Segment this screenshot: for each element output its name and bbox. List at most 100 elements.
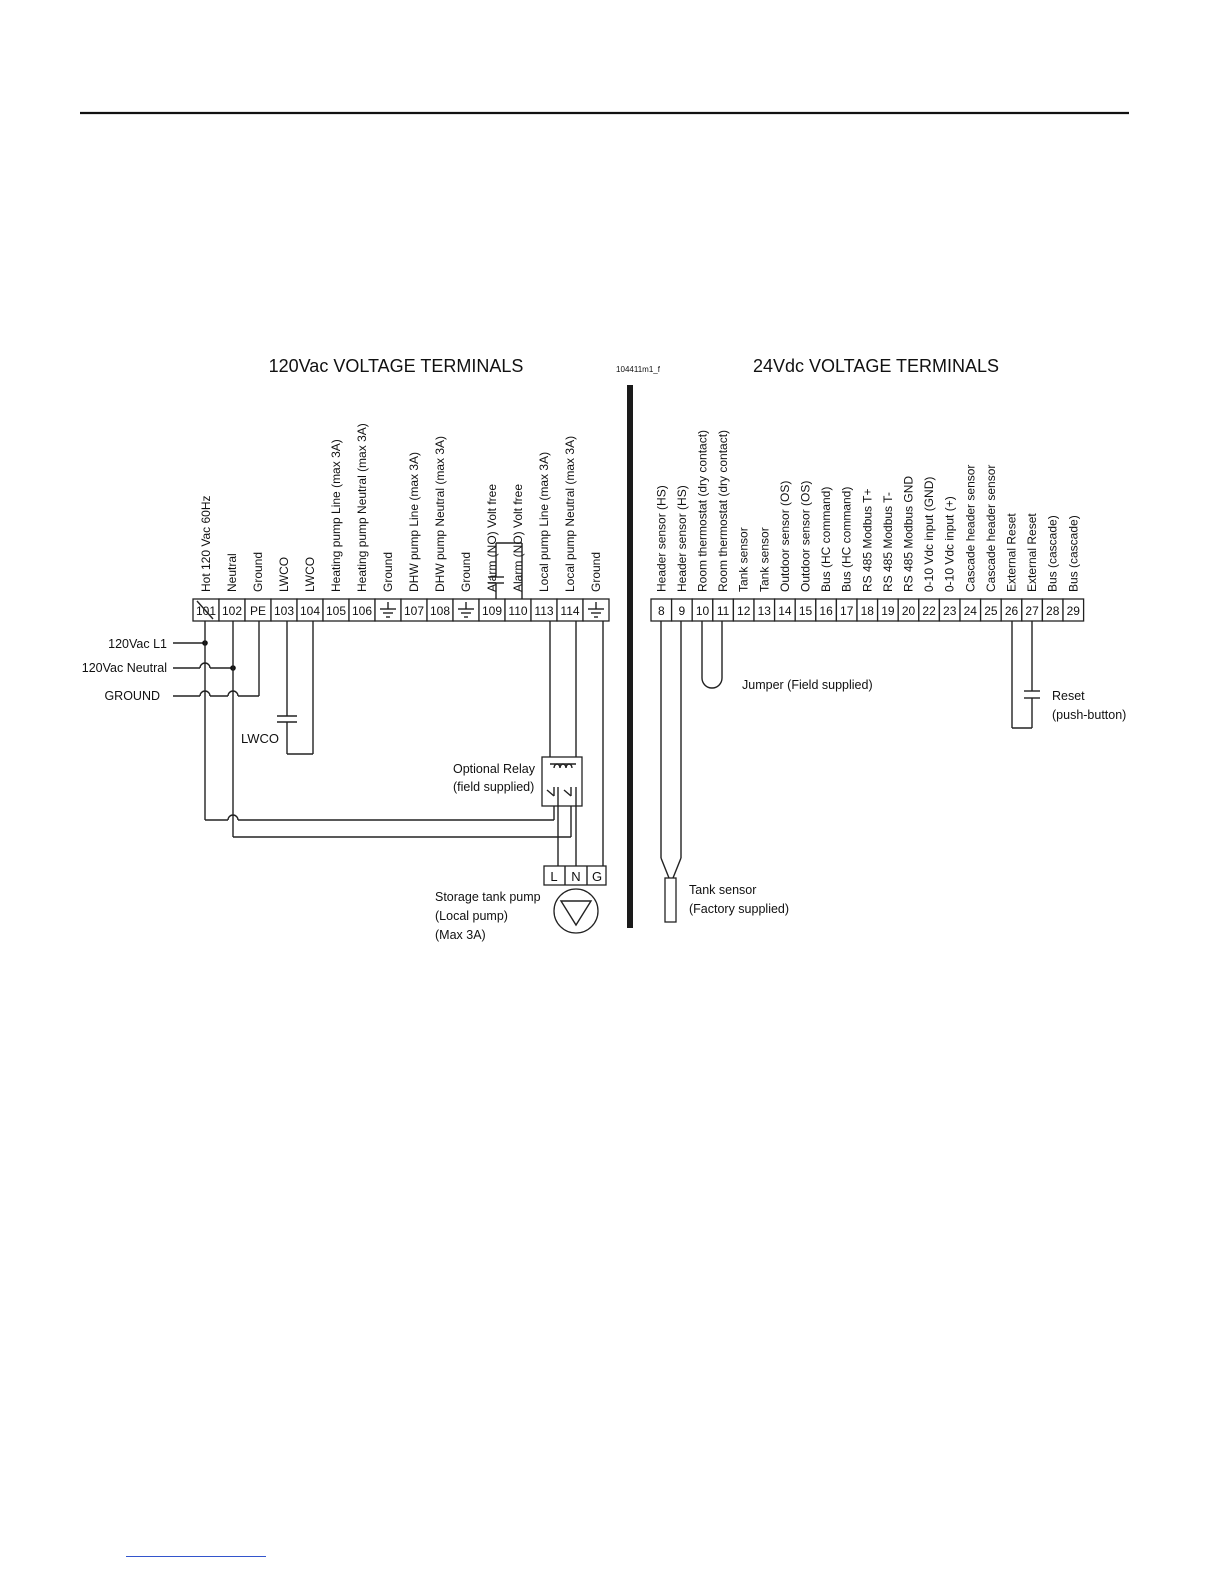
terminal-number: 114 [560, 604, 579, 618]
terminal-number: 27 [1025, 604, 1039, 618]
relay-label-line2: (field supplied) [453, 780, 534, 794]
reset-label-line2: (push-button) [1052, 708, 1126, 722]
right-section-title: 24Vdc VOLTAGE TERMINALS [753, 356, 999, 376]
terminal-label: DHW pump Neutral (max 3A) [433, 436, 447, 592]
incoming-supply: 120Vac L1 120Vac Neutral GROUND [82, 621, 572, 838]
right-terminal: 10 Room thermostat (dry contact) [691, 430, 714, 622]
terminal-label: Outdoor sensor (OS) [778, 481, 792, 592]
right-terminal: 18 RS 485 Modbus T+ [856, 488, 879, 622]
terminal-number: 10 [696, 604, 710, 618]
footer-link-underline [126, 1556, 266, 1557]
right-terminal: 27 External Reset [1021, 513, 1044, 622]
terminal-label: Bus (HC command) [840, 487, 854, 592]
left-terminal: Ground [582, 552, 610, 622]
terminal-number: 19 [881, 604, 895, 618]
terminal-label: Outdoor sensor (OS) [799, 481, 813, 592]
terminal-number: 9 [679, 604, 686, 618]
terminal-number: 13 [758, 604, 772, 618]
ground-supply-label: GROUND [104, 689, 160, 703]
right-terminal: 230-10 Vdc input (+) [938, 496, 961, 622]
section-divider [627, 385, 633, 928]
pump-symbol [553, 888, 599, 934]
terminal-number: PE [250, 604, 266, 618]
left-terminal: Ground [374, 552, 402, 622]
terminal-label: Tank sensor [757, 527, 771, 592]
l1-label: 120Vac L1 [108, 637, 167, 651]
lwco-label: LWCO [241, 731, 279, 746]
terminal-label: Cascade header sensor [963, 465, 977, 592]
terminal-number: 113 [534, 604, 553, 618]
terminal-label: Neutral [225, 553, 239, 592]
terminal-number: 15 [799, 604, 813, 618]
terminal-label: Cascade header sensor [984, 465, 998, 592]
terminal-label: Header sensor (HS) [654, 485, 668, 592]
terminal-number: 18 [861, 604, 875, 618]
left-terminal: 113 Local pump Line (max 3A) [530, 452, 558, 622]
terminal-number: 107 [404, 604, 424, 618]
reset-push-button: Reset (push-button) [1011, 621, 1126, 729]
terminal-label: Local pump Neutral (max 3A) [563, 436, 577, 592]
terminal-label: Header sensor (HS) [675, 485, 689, 592]
terminal-number: 109 [482, 604, 502, 618]
terminal-label: Heating pump Neutral (max 3A) [355, 423, 369, 592]
thermostat-jumper: Jumper (Field supplied) [701, 621, 873, 692]
tank-sensor-label-line2: (Factory supplied) [689, 902, 789, 916]
terminal-number: 20 [902, 604, 916, 618]
terminal-label: Ground [251, 552, 265, 592]
terminal-label: Bus (cascade) [1066, 515, 1080, 592]
terminal-label: DHW pump Line (max 3A) [407, 452, 421, 592]
alarm-contact [488, 542, 523, 599]
right-terminal: 13 Tank sensor [753, 527, 776, 622]
relay-label-line1: Optional Relay [453, 762, 536, 776]
pump-terminal-n: N [571, 869, 580, 884]
terminal-label: Room thermostat (dry contact) [696, 430, 710, 592]
terminal-number: 29 [1067, 604, 1081, 618]
left-terminal: 107 DHW pump Line (max 3A) [400, 452, 428, 622]
terminal-number: 17 [840, 604, 854, 618]
terminal-label: Room thermostat (dry contact) [716, 430, 730, 592]
terminal-label: Hot 120 Vac 60Hz [199, 496, 213, 593]
left-terminal: 108 DHW pump Neutral (max 3A) [426, 436, 454, 622]
left-terminal: 114 Local pump Neutral (max 3A) [556, 436, 584, 622]
right-terminal: 29 Bus (cascade) [1062, 515, 1085, 622]
right-terminal: 220-10 Vdc input (GND) [918, 477, 941, 622]
terminal-label: LWCO [277, 557, 291, 592]
terminal-label: RS 485 Modbus T+ [860, 488, 874, 592]
pump-label-line1: Storage tank pump [435, 890, 541, 904]
terminal-label: LWCO [303, 557, 317, 592]
terminal-number: 12 [737, 604, 751, 618]
terminal-label: Heating pump Line (max 3A) [329, 439, 343, 592]
lwco-switch: LWCO [241, 621, 314, 755]
neutral-supply-label: 120Vac Neutral [82, 661, 167, 675]
tank-sensor-label-line1: Tank sensor [689, 883, 756, 897]
terminal-number: 11 [717, 604, 730, 618]
pump-label-line2: (Local pump) [435, 909, 508, 923]
right-terminal: 9 Header sensor (HS) [670, 485, 693, 622]
terminal-101-mark [196, 600, 214, 620]
terminal-label: Local pump Line (max 3A) [537, 452, 551, 592]
terminal-number: 108 [430, 604, 450, 618]
pump-label-line3: (Max 3A) [435, 928, 486, 942]
right-terminal: 11 Room thermostat (dry contact) [712, 430, 735, 622]
terminal-number: 28 [1046, 604, 1060, 618]
left-terminal: Ground [452, 552, 480, 622]
terminal-label: External Reset [1025, 513, 1039, 592]
terminal-label: Tank sensor [737, 527, 751, 592]
terminal-label: External Reset [1005, 513, 1019, 592]
